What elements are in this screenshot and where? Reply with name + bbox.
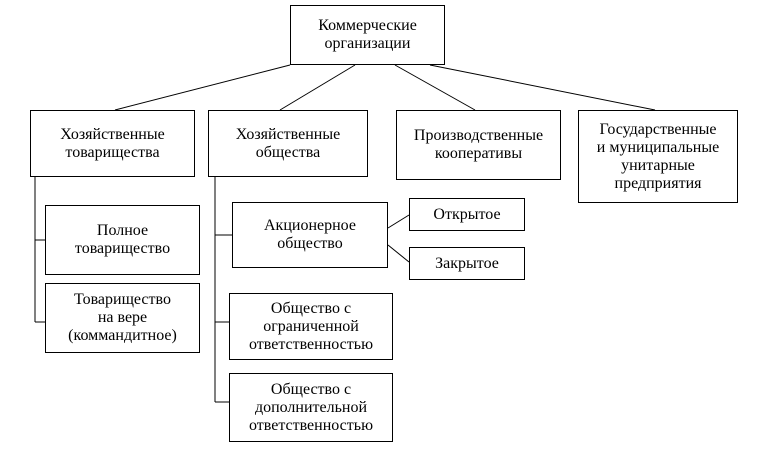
node-unitary-enterprises: Государственные и муниципальные унитарны… (578, 110, 738, 203)
node-closed-joint-stock: Закрытое (409, 247, 525, 280)
root-node: Коммерческие организации (290, 5, 445, 65)
node-limited-liability-company: Общество с ограниченной ответственностью (229, 293, 393, 360)
node-business-partnerships-label: Хозяйственные товарищества (60, 125, 165, 161)
node-joint-stock-company-label: Акционерное общество (264, 217, 356, 252)
connector-root-to-partnerships (114, 64, 291, 111)
node-additional-liability-company-label: Общество с дополнительной ответственност… (248, 380, 374, 434)
connector-root-to-cooperatives (394, 64, 476, 111)
connector-root-to-companies (279, 64, 356, 111)
connector-to-open (387, 214, 410, 229)
node-production-cooperatives: Производственные кооперативы (396, 110, 561, 180)
connector-to-closed (387, 244, 410, 263)
node-limited-liability-company-label: Общество с ограниченной ответственностью (248, 299, 374, 353)
node-joint-stock-company: Акционерное общество (232, 202, 388, 268)
node-business-partnerships: Хозяйственные товарищества (30, 110, 195, 177)
node-limited-partnership-label: Товарищество на вере (коммандитное) (68, 291, 177, 344)
node-business-companies: Хозяйственные общества (208, 110, 368, 177)
root-node-label: Коммерческие организации (318, 17, 417, 52)
node-open-joint-stock: Открытое (409, 198, 525, 231)
connector-root-to-unitary (429, 64, 656, 111)
node-full-partnership-label: Полное товарищество (74, 222, 171, 257)
node-full-partnership: Полное товарищество (45, 205, 200, 275)
node-business-companies-label: Хозяйственные общества (235, 125, 341, 161)
node-closed-joint-stock-label: Закрытое (435, 254, 499, 272)
node-open-joint-stock-label: Открытое (433, 205, 501, 223)
node-production-cooperatives-label: Производственные кооперативы (413, 127, 544, 162)
node-additional-liability-company: Общество с дополнительной ответственност… (229, 373, 393, 442)
node-unitary-enterprises-label: Государственные и муниципальные унитарны… (596, 120, 720, 192)
node-limited-partnership: Товарищество на вере (коммандитное) (45, 283, 200, 353)
